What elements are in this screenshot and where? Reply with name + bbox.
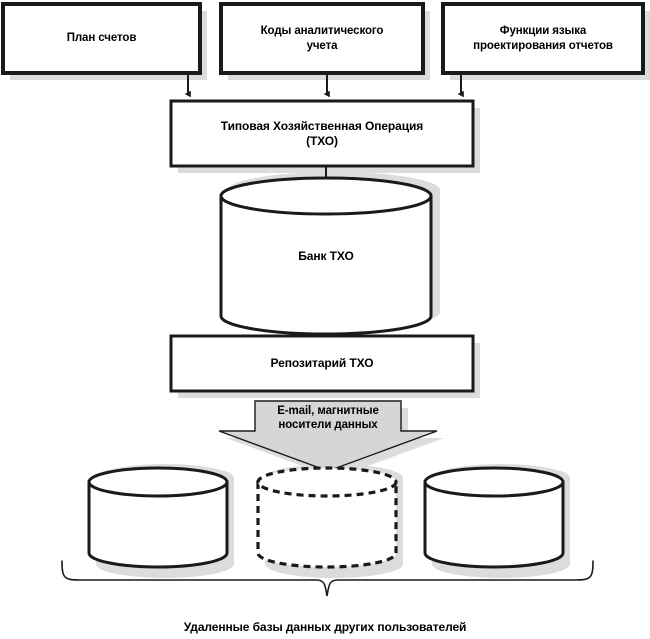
box-repozitariy-tho xyxy=(169,334,475,393)
cylinder-remote-db-middle xyxy=(256,466,398,569)
block-arrow-email-transfer xyxy=(218,400,438,472)
curly-brace-remote-databases xyxy=(61,560,594,597)
box-plan-schetov xyxy=(1,2,202,75)
box-funkcii-yazyka xyxy=(441,2,645,75)
cylinder-remote-db-left xyxy=(87,466,229,569)
cylinder-remote-db-right xyxy=(423,466,565,569)
cylinder-bank-tho xyxy=(219,176,433,336)
box-kody-analiticheskogo-ucheta xyxy=(219,2,425,75)
box-tipovaya-hozyaystvennaya-operaciya xyxy=(169,99,475,168)
